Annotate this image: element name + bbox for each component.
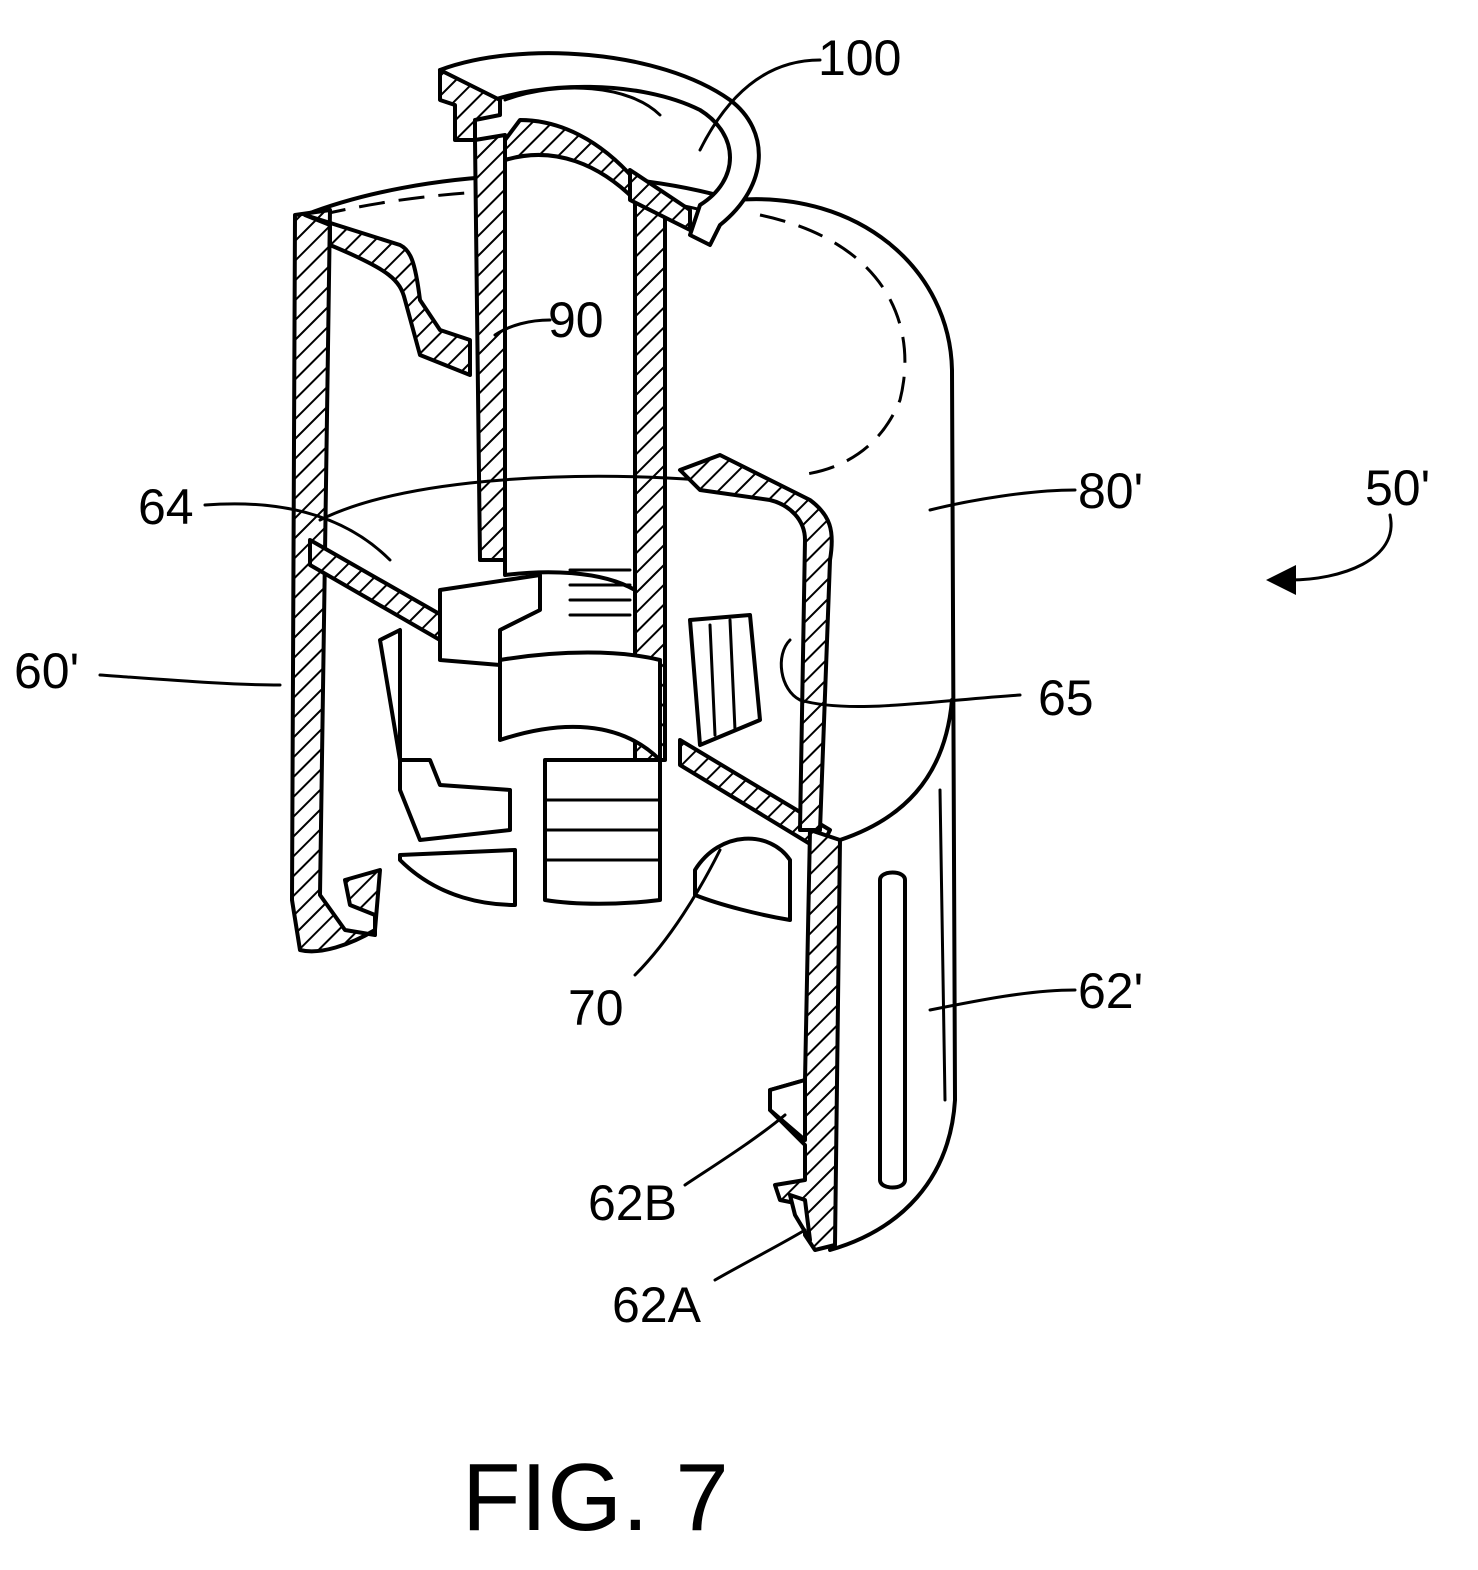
label-50: 50': [1365, 460, 1430, 516]
label-64: 64: [138, 479, 194, 535]
seal-assembly: [308, 453, 834, 852]
figure-caption: FIG. 7: [462, 1444, 729, 1551]
reference-numerals: 100 90 80' 50' 64 60' 65 70 62' 62B 62A: [14, 30, 1430, 1333]
label-62a: 62A: [612, 1277, 702, 1333]
lower-ribs: [378, 628, 792, 922]
top-cap-100: [438, 51, 761, 247]
label-100: 100: [818, 30, 901, 86]
label-62b: 62B: [588, 1175, 677, 1231]
outer-wall-60-section: [290, 208, 472, 954]
label-60: 60': [14, 643, 79, 699]
label-70: 70: [568, 980, 624, 1036]
label-62: 62': [1078, 963, 1143, 1019]
label-65: 65: [1038, 670, 1094, 726]
label-80: 80': [1078, 463, 1143, 519]
leader-lines: [98, 58, 1393, 1282]
label-90: 90: [548, 292, 604, 348]
